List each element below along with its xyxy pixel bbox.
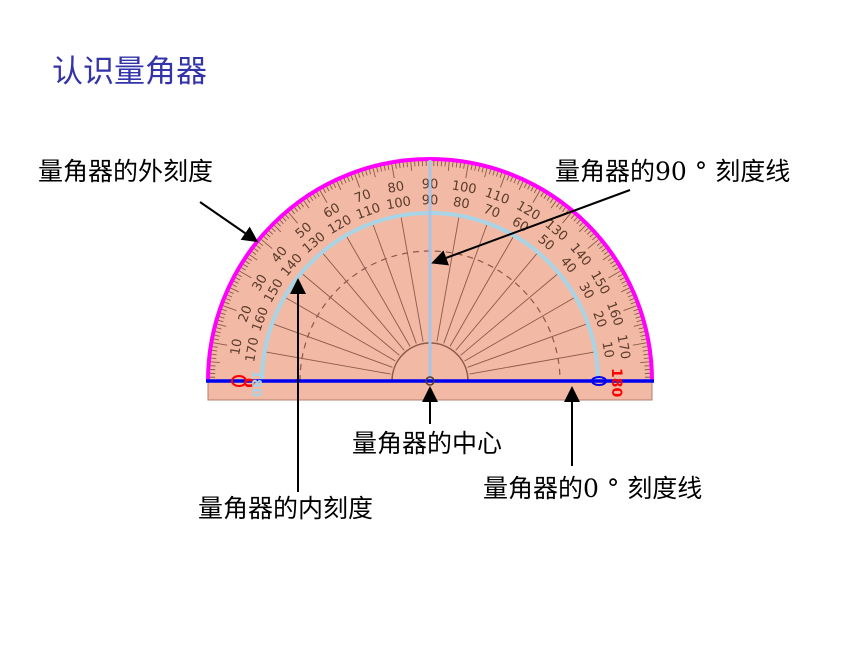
ninety-line-arrow (431, 189, 631, 266)
radial-line (460, 272, 559, 356)
right-zero-marker-ellipse (591, 376, 607, 386)
scale-tick (465, 162, 469, 179)
inner-scale-number: 30 (575, 280, 596, 302)
scale-tick (608, 269, 623, 279)
radial-line (301, 272, 400, 356)
scale-tick (587, 237, 601, 249)
radial-line (284, 296, 396, 362)
scale-tick (286, 210, 298, 224)
inner-scale-number: 100 (385, 194, 412, 213)
radial-line (400, 215, 424, 342)
inner-scale-number: 10 (598, 340, 616, 359)
inner-scale-number: 170 (243, 336, 262, 363)
right-180-marker-text: 180 (608, 368, 624, 397)
scale-tick (259, 237, 273, 249)
outer-scale-number: 30 (250, 272, 271, 294)
dashed-inner-arc (299, 250, 561, 382)
radial-line (436, 215, 460, 342)
scale-tick (391, 162, 395, 179)
outer-scale-number: 60 (321, 201, 343, 222)
scale-tick (500, 172, 507, 188)
left-180-marker-text: 180 (248, 370, 263, 397)
left-zero-marker-text: 0 (240, 378, 256, 388)
radial-line (345, 235, 411, 347)
radial-line (467, 323, 589, 368)
scale-tick (562, 210, 574, 224)
scale-tick (532, 188, 542, 203)
inner-scale-number: 70 (481, 202, 502, 222)
scale-tick (632, 342, 649, 346)
outer-scale-number: 100 (451, 178, 478, 197)
label-center: 量角器的中心 (352, 429, 503, 458)
radial-line (469, 351, 596, 375)
label-ninety-line: 量角器的90 ° 刻度线 (555, 157, 791, 186)
inner-scale-number: 60 (509, 214, 531, 235)
inner-scale-number: 20 (589, 309, 609, 330)
label-inner-scale: 量角器的内刻度 (198, 494, 374, 523)
center-point (425, 376, 435, 386)
radial-line (321, 252, 405, 351)
radial-line (464, 296, 576, 362)
outer-scale-number: 20 (236, 304, 256, 325)
scale-tick (211, 342, 228, 346)
left-zero-marker-ellipse (231, 375, 247, 387)
radial-line (372, 222, 417, 344)
scale-tick (318, 188, 328, 203)
inner-scale-number: 80 (452, 195, 471, 213)
outer-scale-arc (206, 157, 654, 382)
radial-line (264, 351, 391, 375)
scale-tick (221, 304, 237, 311)
radial-line (271, 323, 393, 368)
label-zero-line: 量角器的0 ° 刻度线 (483, 474, 703, 503)
scale-tick (353, 172, 360, 188)
page-title: 认识量角器 (52, 54, 207, 90)
radial-lines (264, 215, 596, 375)
outer-scale-arrow (199, 201, 259, 243)
outer-scale-number: 170 (613, 333, 632, 360)
scale-tick (623, 304, 639, 311)
radial-line (455, 252, 539, 351)
outer-scale-number: 80 (387, 179, 406, 197)
scale-tick (237, 269, 252, 279)
outer-scale-number: 70 (353, 187, 374, 207)
outer-scale-number: 10 (228, 338, 246, 357)
radial-line (443, 222, 488, 344)
radial-line (449, 235, 515, 347)
label-outer-scale: 量角器的外刻度 (38, 157, 214, 186)
